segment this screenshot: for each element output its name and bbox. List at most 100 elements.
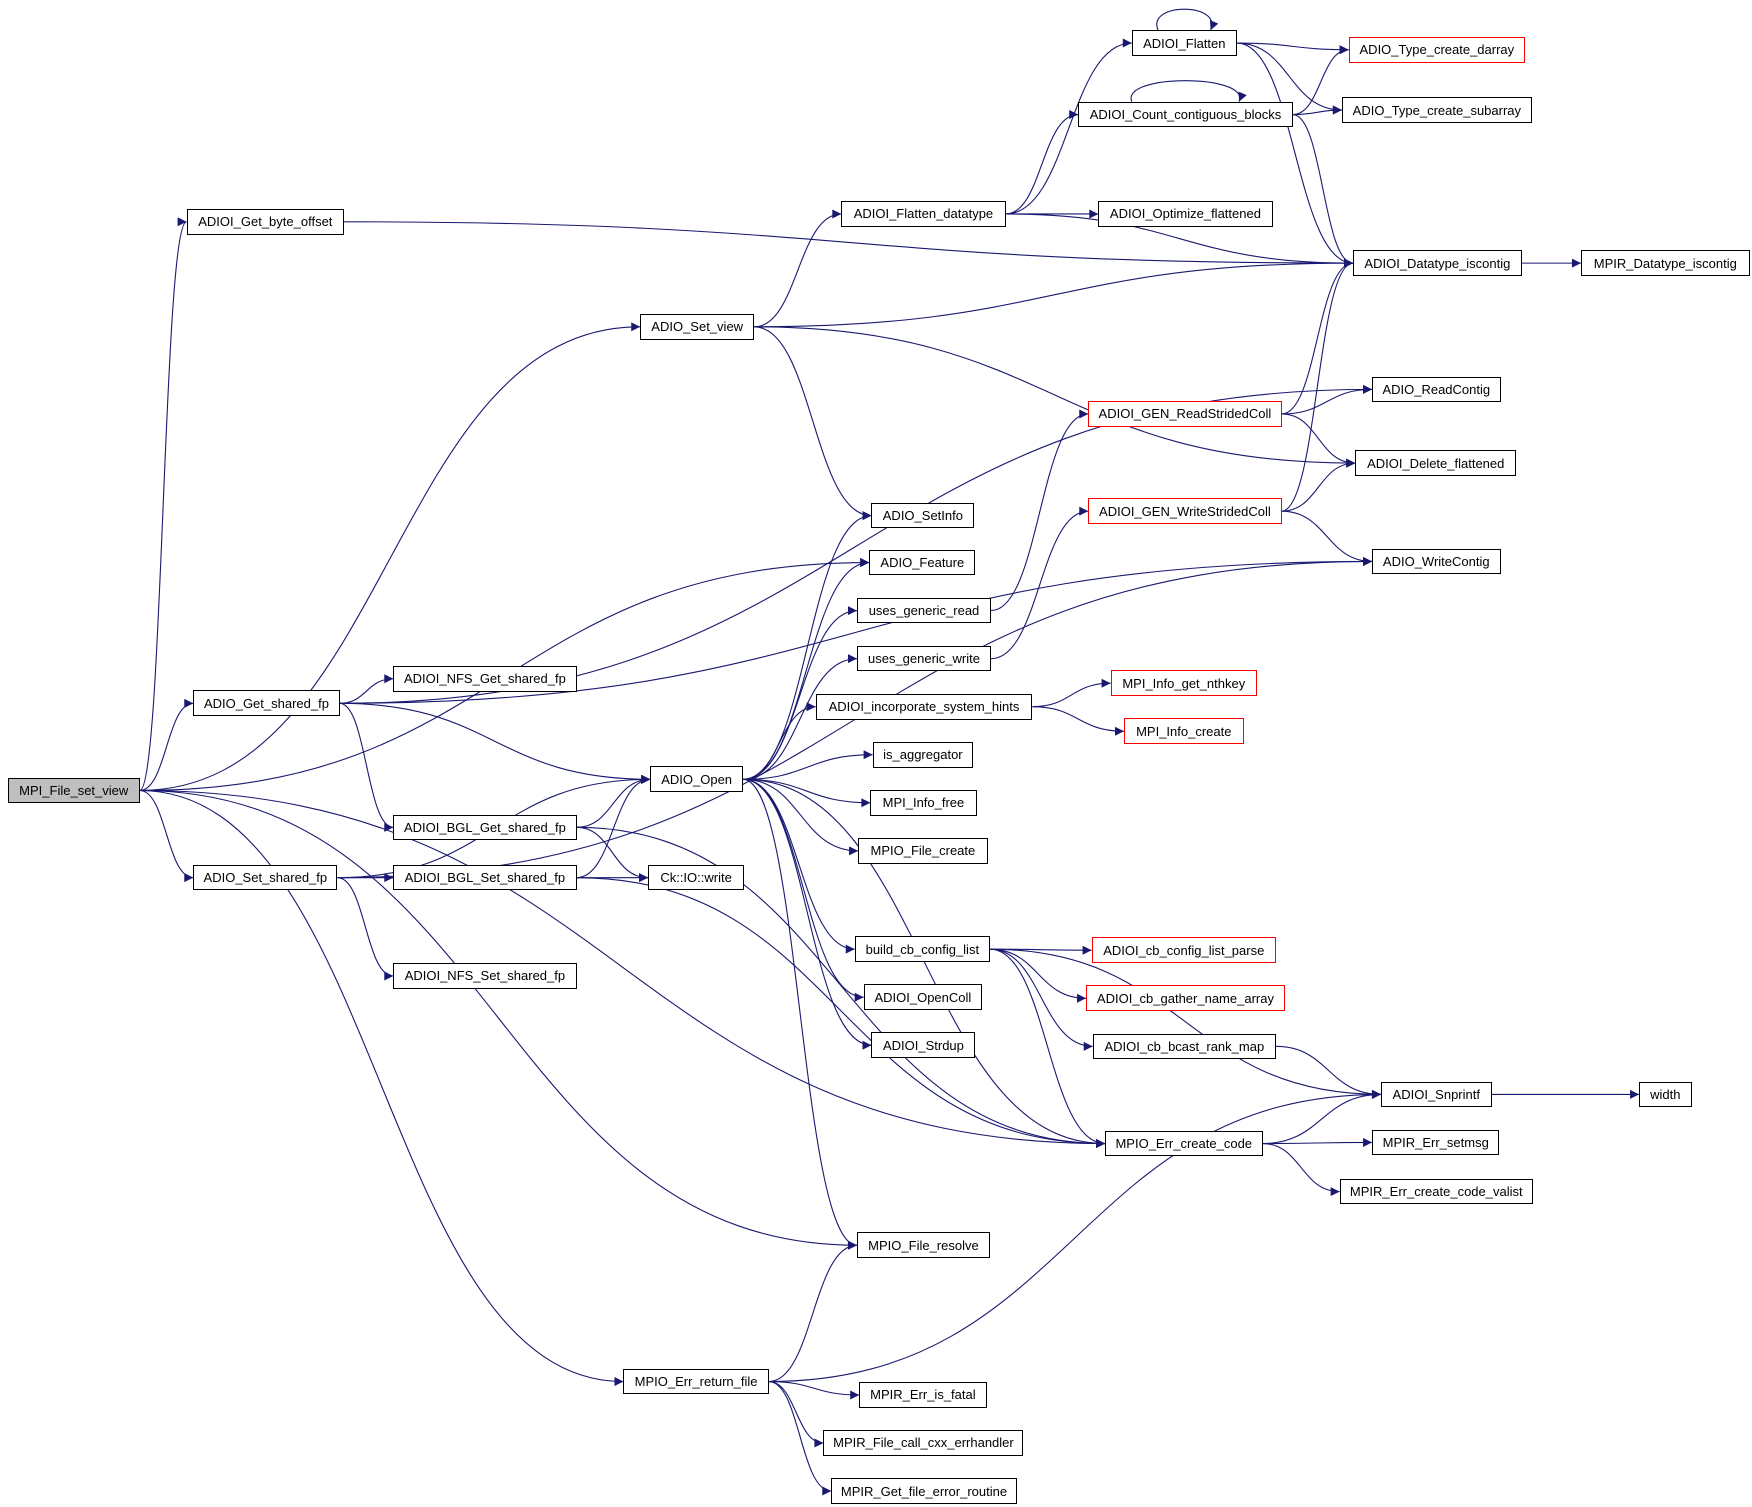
edge-adioi_flatten_datatype-to-adioi_flatten (1005, 38, 1132, 215)
node-adioi-flatten[interactable]: ADIOI_Flatten (1131, 30, 1237, 56)
node-adioi-cb-bcast-rank-map[interactable]: ADIOI_cb_bcast_rank_map (1092, 1033, 1276, 1060)
node-adio-type-create-darray[interactable]: ADIO_Type_create_darray (1348, 36, 1526, 63)
edge-adio_open-to-mpi_info_free (743, 778, 871, 808)
edge-adio_open-to-mpio_file_create (743, 778, 859, 856)
node-adioi-gen-writestridedcoll[interactable]: ADIOI_GEN_WriteStridedColl (1088, 498, 1282, 524)
node-adioi-nfs-set-shared-fp[interactable]: ADIOI_NFS_Set_shared_fp (393, 963, 577, 989)
node-label: MPIR_Get_file_error_routine (840, 1483, 1008, 1499)
node-adio-type-create-subarray[interactable]: ADIO_Type_create_subarray (1341, 97, 1532, 123)
edge-adio_get_shared_fp-to-adio_readcontig (339, 384, 1373, 704)
node-mpir-file-call-cxx-errhandler[interactable]: MPIR_File_call_cxx_errhandler (823, 1430, 1024, 1456)
edge-adioi_bgl_get_shared_fp-to-ck_io_write (576, 826, 649, 883)
edge-uses_generic_write-to-adioi_gen_writestridedcoll (991, 506, 1089, 660)
edge-mpi_file_set_view-to-mpio_err_return_file (139, 789, 624, 1387)
node-label: ADIOI_NFS_Get_shared_fp (403, 671, 566, 687)
node-label: ADIOI_Count_contiguous_blocks (1089, 107, 1282, 123)
node-adioi-gen-readstridedcoll[interactable]: ADIOI_GEN_ReadStridedColl (1088, 401, 1282, 427)
node-adioi-bgl-set-shared-fp[interactable]: ADIOI_BGL_Set_shared_fp (393, 864, 577, 891)
node-adioi-bgl-get-shared-fp[interactable]: ADIOI_BGL_Get_shared_fp (393, 814, 577, 841)
node-adioi-incorporate-system-hints[interactable]: ADIOI_incorporate_system_hints (815, 693, 1033, 720)
edge-adioi_cb_bcast_rank_map-to-adioi_snprintf (1275, 1045, 1381, 1099)
edge-adio_set_view-to-adioi_flatten_datatype (754, 209, 842, 328)
node-adioi-optimize-flattened[interactable]: ADIOI_Optimize_flattened (1098, 201, 1273, 227)
edge-uses_generic_read-to-adioi_gen_readstridedcoll (991, 409, 1089, 612)
node-label: ADIO_Open (661, 771, 733, 787)
edge-adio_get_shared_fp-to-adio_writecontig (339, 556, 1373, 704)
edge-adio_open-to-adioi_opencoll (743, 778, 864, 1002)
node-adioi-delete-flattened[interactable]: ADIOI_Delete_flattened (1355, 450, 1517, 476)
node-label: ADIOI_Get_byte_offset (198, 214, 333, 230)
edge-mpi_file_set_view-to-adio_get_shared_fp (139, 698, 194, 792)
node-label: MPIR_Err_is_fatal (870, 1387, 976, 1403)
edge-adio_open-to-uses_generic_write (743, 654, 857, 780)
node-is-aggregator[interactable]: is_aggregator (872, 741, 974, 768)
node-adioi-get-byte-offset[interactable]: ADIOI_Get_byte_offset (186, 208, 345, 235)
node-uses-generic-read[interactable]: uses_generic_read (856, 597, 992, 624)
node-adio-setinfo[interactable]: ADIO_SetInfo (871, 502, 975, 529)
node-mpi-info-get-nthkey[interactable]: MPI_Info_get_nthkey (1110, 670, 1257, 697)
node-adio-set-shared-fp[interactable]: ADIO_Set_shared_fp (193, 864, 338, 891)
node-adio-get-shared-fp[interactable]: ADIO_Get_shared_fp (193, 690, 340, 717)
node-label: build_cb_config_list (865, 941, 980, 957)
node-adio-feature[interactable]: ADIO_Feature (869, 549, 976, 576)
edge-adioi_count_contiguous_blocks-to-adio_type_create_subarray (1292, 105, 1342, 116)
edge-mpio_err_return_file-to-mpio_file_resolve (768, 1240, 857, 1383)
node-ck-io-write[interactable]: Ck::IO::write (648, 864, 745, 891)
node-adioi-opencoll[interactable]: ADIOI_OpenColl (863, 984, 983, 1011)
node-label: ADIOI_OpenColl (874, 989, 972, 1005)
node-label: MPI_Info_free (882, 795, 965, 811)
node-mpio-err-return-file[interactable]: MPIO_Err_return_file (623, 1368, 769, 1395)
node-mpir-err-is-fatal[interactable]: MPIR_Err_is_fatal (859, 1382, 987, 1408)
node-mpio-err-create-code[interactable]: MPIO_Err_create_code (1105, 1130, 1263, 1157)
edge-adioi_gen_readstridedcoll-to-adio_readcontig (1281, 384, 1373, 415)
edge-adio_open-to-build_cb_config_list (743, 778, 855, 954)
node-label: ADIOI_GEN_ReadStridedColl (1098, 406, 1272, 422)
node-mpio-file-resolve[interactable]: MPIO_File_resolve (856, 1232, 990, 1259)
node-adioi-flatten-datatype[interactable]: ADIOI_Flatten_datatype (841, 201, 1006, 227)
edge-adioi_incorporate_system_hints-to-mpi_info_get_nthkey (1032, 678, 1111, 708)
node-label: ADIO_ReadContig (1382, 381, 1491, 397)
node-label: ADIOI_Delete_flattened (1367, 455, 1505, 471)
node-label: MPIO_File_resolve (868, 1237, 979, 1253)
node-label: ADIO_Type_create_subarray (1352, 102, 1522, 118)
node-label: MPI_File_set_view (19, 782, 129, 798)
edge-adioi_count_contiguous_blocks-to-adioi_datatype_iscontig (1292, 113, 1354, 268)
node-adio-readcontig[interactable]: ADIO_ReadContig (1372, 376, 1501, 403)
node-label: ADIOI_incorporate_system_hints (828, 699, 1020, 715)
node-label: MPI_Info_get_nthkey (1122, 675, 1246, 691)
node-label: uses_generic_read (868, 603, 980, 619)
edge-adio_open-to-adio_setinfo (743, 511, 872, 780)
node-adio-set-view[interactable]: ADIO_Set_view (640, 313, 755, 340)
node-mpir-datatype-iscontig[interactable]: MPIR_Datatype_iscontig (1580, 250, 1750, 276)
node-adioi-cb-config-list-parse[interactable]: ADIOI_cb_config_list_parse (1091, 937, 1276, 964)
node-mpir-err-setmsg[interactable]: MPIR_Err_setmsg (1372, 1129, 1500, 1156)
node-width[interactable]: width (1639, 1081, 1692, 1108)
node-mpir-err-create-code-valist[interactable]: MPIR_Err_create_code_valist (1339, 1178, 1533, 1205)
node-adioi-strdup[interactable]: ADIOI_Strdup (871, 1032, 976, 1059)
node-adioi-count-contiguous-blocks[interactable]: ADIOI_Count_contiguous_blocks (1078, 101, 1293, 128)
node-mpi-info-free[interactable]: MPI_Info_free (870, 789, 977, 816)
node-adioi-nfs-get-shared-fp[interactable]: ADIOI_NFS_Get_shared_fp (393, 665, 577, 692)
node-mpi-file-set-view: MPI_File_set_view (7, 777, 140, 804)
node-build-cb-config-list[interactable]: build_cb_config_list (854, 936, 990, 962)
edge-adio_open-to-uses_generic_read (743, 606, 857, 780)
node-adioi-datatype-iscontig[interactable]: ADIOI_Datatype_iscontig (1353, 250, 1522, 276)
node-adioi-snprintf[interactable]: ADIOI_Snprintf (1380, 1081, 1492, 1108)
edge-adio_get_shared_fp-to-adioi_nfs_get_shared_fp (339, 674, 394, 704)
node-label: MPIR_Err_setmsg (1382, 1134, 1489, 1150)
edge-adio_open-to-is_aggregator (743, 750, 873, 780)
edge-adioi_count_contiguous_blocks-to-adioi_count_contiguous_blocks (1130, 80, 1247, 102)
edge-adio_open-to-mpio_file_resolve (742, 778, 857, 1250)
node-adioi-cb-gather-name-array[interactable]: ADIOI_cb_gather_name_array (1086, 985, 1285, 1012)
node-mpi-info-create[interactable]: MPI_Info_create (1124, 718, 1244, 745)
node-label: ADIOI_Flatten (1143, 35, 1226, 51)
node-label: MPIR_Err_create_code_valist (1349, 1184, 1523, 1200)
node-mpir-get-file-error-routine[interactable]: MPIR_Get_file_error_routine (831, 1478, 1017, 1504)
edge-mpio_err_return_file-to-mpir_file_call_cxx_errhandler (768, 1380, 824, 1448)
node-label: ADIO_WriteContig (1382, 553, 1490, 569)
node-mpio-file-create[interactable]: MPIO_File_create (858, 837, 988, 864)
node-uses-generic-write[interactable]: uses_generic_write (856, 645, 992, 672)
node-label: ADIOI_cb_gather_name_array (1096, 990, 1274, 1006)
node-adio-writecontig[interactable]: ADIO_WriteContig (1372, 548, 1501, 575)
node-adio-open[interactable]: ADIO_Open (650, 766, 743, 793)
